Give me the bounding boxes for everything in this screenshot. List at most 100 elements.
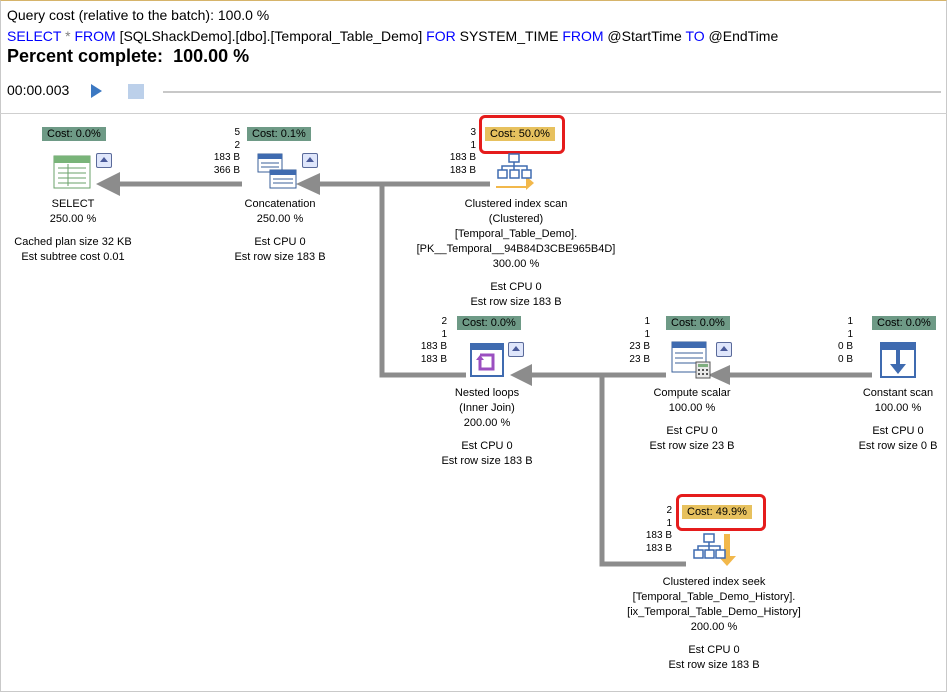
node-ciseek-pct: 200.00 %	[690, 621, 738, 633]
node-nested-cpu: Est CPU 0	[461, 440, 513, 452]
node-concat-pct: 250.00 %	[256, 213, 304, 225]
stat-data-size: 183 B	[645, 542, 672, 554]
stats-nested: 2 1 183 B 183 B	[421, 316, 447, 366]
progress-track	[163, 91, 941, 93]
stat-row-size: 0 B	[837, 341, 853, 352]
node-compute-rowsize: Est row size 23 B	[649, 440, 735, 452]
cost-badge-ciseek: Cost: 49.9%	[682, 505, 752, 519]
nested-loops-icon[interactable]	[468, 341, 506, 379]
clustered-index-scan-icon[interactable]	[492, 150, 538, 192]
node-nested-pct: 200.00 %	[463, 417, 511, 429]
stat-actual-rows: 3	[470, 127, 476, 138]
stat-data-size: 366 B	[213, 164, 240, 176]
cost-badge-constant: Cost: 0.0%	[872, 316, 936, 330]
node-select-pct: 250.00 %	[49, 213, 97, 225]
node-constant-rowsize: Est row size 0 B	[858, 440, 938, 452]
node-nested-sub: (Inner Join)	[459, 402, 515, 414]
stat-data-size: 0 B	[837, 353, 853, 365]
node-constant-pct: 100.00 %	[874, 402, 922, 414]
node-concat-title: Concatenation	[244, 198, 316, 210]
stat-actual-rows: 2	[666, 505, 672, 516]
stat-row-size: 183 B	[213, 152, 240, 163]
arrow-nested-to-concat	[379, 184, 466, 378]
sql-star: *	[65, 28, 71, 44]
stat-actual-rows: 2	[441, 316, 447, 327]
node-ciscan-object: [Temporal_Table_Demo].	[454, 228, 578, 240]
highlight-ciseek	[676, 494, 766, 531]
constant-scan-icon[interactable]	[878, 340, 918, 380]
stats-constant: 1 1 0 B 0 B	[838, 316, 853, 366]
stop-icon[interactable]	[128, 84, 144, 99]
node-compute-title: Compute scalar	[653, 387, 731, 399]
expand-icon-select[interactable]	[96, 153, 112, 168]
node-constant-cpu: Est CPU 0	[872, 425, 924, 437]
node-ciscan-sub: (Clustered)	[488, 213, 544, 225]
stats-concat: 5 2 183 B 366 B	[214, 127, 240, 177]
stat-est-rows: 1	[644, 328, 650, 340]
stat-est-rows: 1	[441, 328, 447, 340]
divider	[0, 113, 947, 114]
cost-badge-concat: Cost: 0.1%	[247, 127, 311, 141]
stat-actual-rows: 5	[234, 127, 240, 138]
stat-data-size: 183 B	[449, 164, 476, 176]
compute-scalar-icon[interactable]	[670, 340, 714, 380]
node-compute-pct: 100.00 %	[668, 402, 716, 414]
arrowhead-nested	[510, 364, 532, 386]
percent-complete-label: Percent complete:	[7, 46, 164, 66]
stat-data-size: 183 B	[420, 353, 447, 365]
node-ciseek-index: [ix_Temporal_Table_Demo_History]	[627, 606, 801, 618]
sql-keyword-for: FOR	[426, 28, 456, 44]
percent-complete: Percent complete: 100.00 %	[7, 46, 249, 67]
stat-row-size: 183 B	[645, 530, 672, 541]
arrowhead-compute	[708, 365, 730, 385]
node-select-subtree: Est subtree cost 0.01	[21, 251, 125, 263]
query-cost-text: Query cost (relative to the batch): 100.…	[7, 7, 270, 23]
stat-est-rows: 1	[666, 517, 672, 529]
stat-row-size: 183 B	[449, 152, 476, 163]
arrowhead-select	[96, 172, 120, 196]
expand-icon-concat[interactable]	[302, 153, 318, 168]
stat-row-size: 183 B	[420, 341, 447, 352]
cost-badge-ciscan: Cost: 50.0%	[485, 127, 555, 141]
stat-actual-rows: 1	[644, 316, 650, 327]
node-select-plan-size: Cached plan size 32 KB	[14, 236, 132, 248]
node-ciscan-label: Clustered index scan (Clustered) [Tempor…	[417, 197, 616, 310]
node-compute-label: Compute scalar 100.00 % Est CPU 0 Est ro…	[650, 386, 735, 454]
node-ciseek-label: Clustered index seek [Temporal_Table_Dem…	[627, 575, 801, 673]
arrow-ciseek-to-nested	[599, 375, 686, 567]
stat-data-size: 23 B	[629, 353, 650, 365]
percent-complete-value: 100.00 %	[173, 46, 250, 66]
concatenation-icon[interactable]	[256, 152, 300, 192]
stat-row-size: 23 B	[629, 341, 650, 352]
sql-table: [SQLShackDemo].[dbo].[Temporal_Table_Dem…	[119, 28, 423, 44]
node-compute-cpu: Est CPU 0	[666, 425, 718, 437]
node-ciscan-pct: 300.00 %	[492, 258, 540, 270]
sql-end-param: @EndTime	[708, 28, 779, 44]
node-ciseek-cpu: Est CPU 0	[688, 644, 740, 656]
node-ciscan-index: [PK__Temporal__94B84D3CBE965B4D]	[416, 243, 616, 255]
highlight-ciscan	[479, 115, 565, 154]
cost-badge-compute: Cost: 0.0%	[666, 316, 730, 330]
sql-keyword-select: SELECT	[7, 28, 62, 44]
node-ciseek-object: [Temporal_Table_Demo_History].	[632, 591, 796, 603]
node-select-label: SELECT 250.00 % Cached plan size 32 KB E…	[14, 197, 131, 265]
stat-est-rows: 1	[470, 139, 476, 151]
node-concat-label: Concatenation 250.00 % Est CPU 0 Est row…	[234, 197, 325, 265]
expand-icon-compute[interactable]	[716, 342, 732, 357]
stat-est-rows: 1	[847, 328, 853, 340]
stats-compute: 1 1 23 B 23 B	[629, 316, 650, 366]
play-icon[interactable]	[91, 84, 102, 98]
sql-start-param: @StartTime	[607, 28, 682, 44]
select-icon[interactable]	[53, 155, 91, 189]
expand-icon-nested[interactable]	[508, 342, 524, 357]
node-constant-title: Constant scan	[862, 387, 934, 399]
node-nested-rowsize: Est row size 183 B	[441, 455, 533, 467]
cost-badge-select: Cost: 0.0%	[42, 127, 106, 141]
sql-keyword-from-2: FROM	[562, 28, 604, 44]
sql-keyword-from: FROM	[74, 28, 116, 44]
node-concat-cpu: Est CPU 0	[254, 236, 306, 248]
clustered-index-seek-icon[interactable]	[692, 530, 738, 570]
node-nested-title: Nested loops	[454, 387, 520, 399]
node-ciscan-rowsize: Est row size 183 B	[470, 296, 562, 308]
